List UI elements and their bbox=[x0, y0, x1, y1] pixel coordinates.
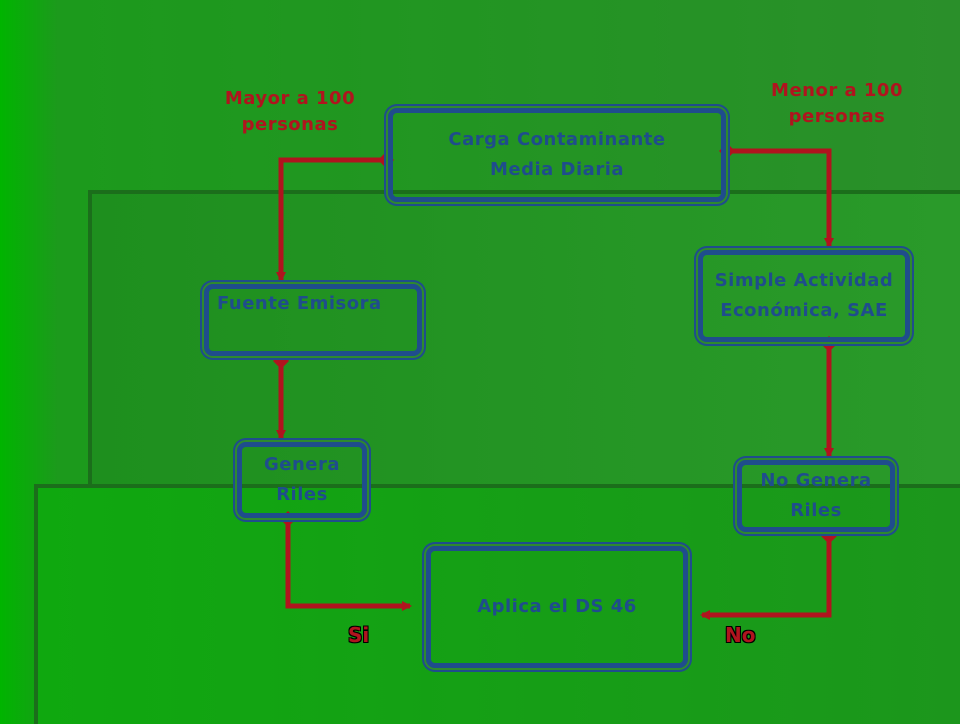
connector-diamond bbox=[821, 528, 837, 544]
node-label: Simple Actividad bbox=[714, 270, 894, 291]
node-fuente-emisora: Fuente Emisora bbox=[204, 284, 422, 356]
connector-carga-to-fuente bbox=[276, 157, 386, 282]
condition-label-menor: Menor a 100 personas bbox=[752, 78, 922, 130]
node-label: Riles bbox=[790, 500, 842, 521]
node-aplica-ds46: Aplica el DS 46 bbox=[426, 546, 688, 668]
node-genera-riles: Genera Riles bbox=[237, 442, 367, 518]
connector-carga-to-simple bbox=[727, 148, 834, 248]
node-label: Carga Contaminante bbox=[448, 129, 666, 150]
condition-text: Mayor a 100 bbox=[224, 88, 356, 109]
connector-diamond bbox=[273, 353, 289, 369]
node-label: Genera bbox=[263, 454, 341, 475]
node-label: Aplica el DS 46 bbox=[477, 596, 637, 617]
node-simple-actividad: Simple Actividad Económica, SAE bbox=[698, 250, 910, 342]
node-label: Fuente Emisora bbox=[217, 293, 382, 314]
connector-genera-to-aplica bbox=[285, 519, 412, 611]
node-label: Económica, SAE bbox=[720, 300, 888, 321]
answer-label-si: Si bbox=[348, 623, 370, 647]
node-carga-contaminante: Carga Contaminante Media Diaria bbox=[388, 108, 726, 202]
answer-label-no: No bbox=[725, 623, 756, 647]
node-label: Media Diaria bbox=[489, 159, 625, 180]
condition-text: personas bbox=[788, 106, 886, 127]
connector-nogenera-to-aplica bbox=[700, 536, 832, 620]
node-label: No Genera bbox=[760, 470, 872, 491]
condition-text: personas bbox=[241, 114, 339, 135]
node-label: Riles bbox=[276, 484, 328, 505]
node-no-genera-riles: No Genera Riles bbox=[737, 460, 895, 532]
background-panel-lower bbox=[34, 484, 960, 724]
condition-label-mayor: Mayor a 100 personas bbox=[205, 86, 375, 138]
condition-text: Menor a 100 bbox=[771, 80, 903, 101]
